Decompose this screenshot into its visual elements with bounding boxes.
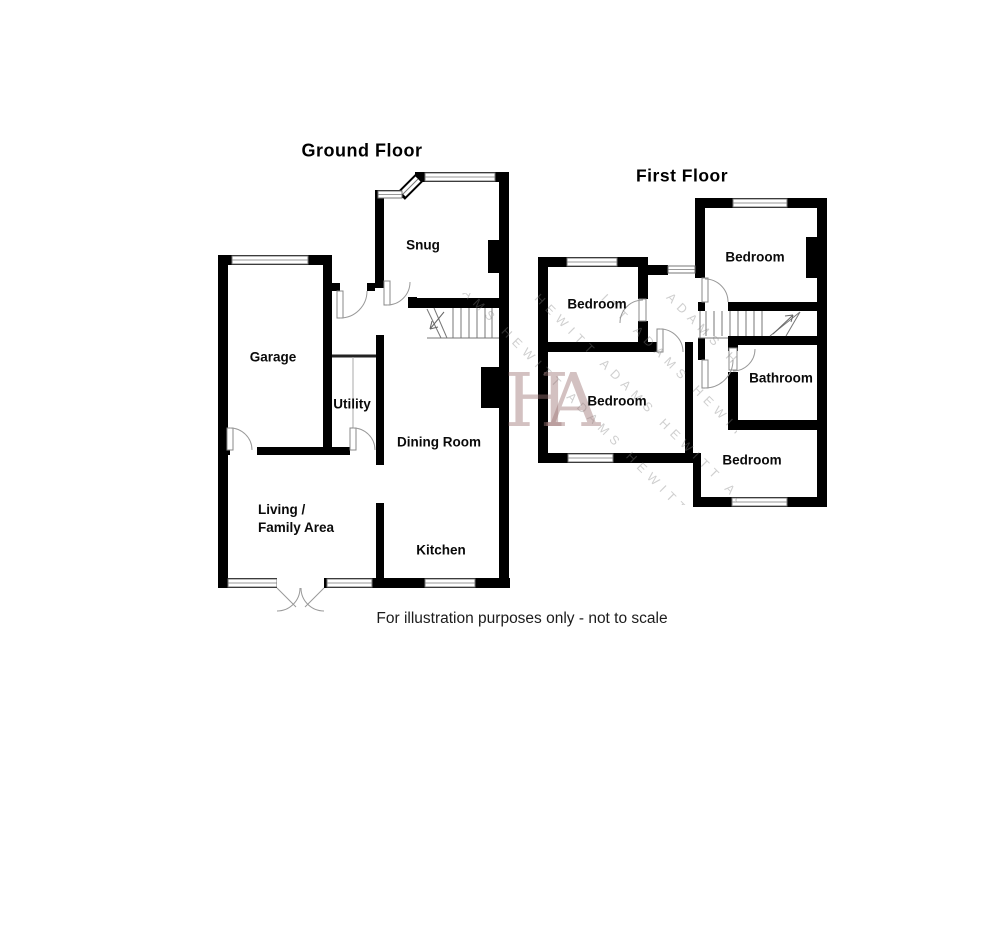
room-label-garage: Garage xyxy=(249,349,297,365)
first-floor-walls xyxy=(538,198,827,507)
room-label-utility: Utility xyxy=(333,396,371,412)
room-label-kitchen: Kitchen xyxy=(416,542,466,558)
chimney-breast xyxy=(481,367,500,408)
stairs-direction-arrow xyxy=(429,311,445,330)
room-label-bedroom-bottom-right: Bedroom xyxy=(722,452,782,468)
snug-door xyxy=(383,280,411,306)
first-floor-title: First Floor xyxy=(635,165,729,186)
room-label-living-family-area: Living / Family Area xyxy=(258,501,334,537)
first-floor-plan xyxy=(538,198,827,507)
disclaimer-text: For illustration purposes only - not to … xyxy=(376,610,668,627)
bedroom-bottom-right-door xyxy=(701,359,734,389)
chimney-breast xyxy=(806,237,817,278)
bedroom-middle-left-door xyxy=(656,328,684,353)
ground-floor-staircase xyxy=(426,307,499,339)
room-label-bathroom: Bathroom xyxy=(749,370,813,386)
ground-floor-title: Ground Floor xyxy=(301,140,423,161)
bathroom-door xyxy=(728,347,756,372)
room-label-dining-room: Dining Room xyxy=(397,434,481,450)
ground-floor-doors xyxy=(226,280,411,612)
french-door-opening xyxy=(277,578,324,588)
first-floor-window-midlines xyxy=(567,202,787,503)
front-door xyxy=(336,290,368,319)
first-floor-staircase xyxy=(698,311,801,339)
bedroom-top-right-door xyxy=(701,277,729,303)
room-label-living-line2: Family Area xyxy=(258,520,335,535)
room-label-living-line1: Living / xyxy=(258,502,306,517)
room-label-bedroom-top-left: Bedroom xyxy=(567,296,627,312)
utility-living-door xyxy=(349,427,376,451)
room-label-snug: Snug xyxy=(406,237,440,253)
ground-floor-window-midlines xyxy=(228,176,495,584)
garage-living-door xyxy=(226,427,253,451)
french-doors xyxy=(276,587,325,612)
room-label-bedroom-top-right: Bedroom xyxy=(725,249,785,265)
bedroom-top-left-door xyxy=(619,298,647,324)
angled-corner-window xyxy=(397,173,424,200)
stairs-direction-arrow xyxy=(772,314,794,335)
chimney-breast xyxy=(488,240,500,273)
first-floor-doors xyxy=(619,277,756,389)
ground-floor-plan xyxy=(218,172,510,612)
room-label-bedroom-middle-left: Bedroom xyxy=(587,393,647,409)
